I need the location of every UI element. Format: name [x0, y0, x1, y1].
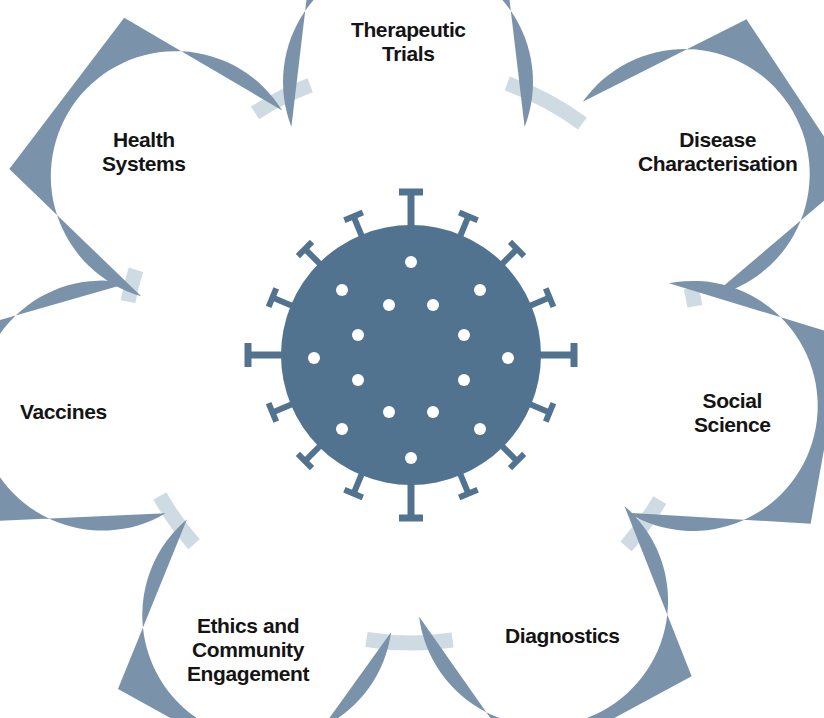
topic-node: Ethics and Community Engagement [182, 614, 314, 686]
cup-shape [283, 0, 533, 127]
ring-segment [507, 84, 582, 124]
cup-shape [0, 275, 167, 551]
topic-label: Ethics and Community Engagement [182, 614, 314, 686]
topic-node: Social Science [694, 389, 771, 437]
topic-label: Therapeutic Trials [351, 18, 466, 66]
cup-shape [626, 275, 824, 553]
cup-shape [0, 0, 287, 303]
cup-shape [92, 515, 399, 718]
topic-node: Therapeutic Trials [351, 18, 466, 66]
ring-segment [366, 640, 452, 643]
topic-label: Vaccines [20, 400, 107, 424]
topic-node: Disease Characterisation [638, 128, 797, 176]
topic-label: Health Systems [102, 128, 186, 176]
topic-node: Health Systems [102, 128, 186, 176]
virus [248, 192, 574, 518]
topic-label: Social Science [694, 389, 771, 437]
topic-node: Vaccines [20, 400, 107, 424]
topic-node: Diagnostics [505, 624, 620, 648]
cup-shape [578, 0, 824, 303]
topic-label: Disease Characterisation [638, 128, 797, 176]
cup-shape [412, 502, 718, 718]
topic-label: Diagnostics [505, 624, 620, 648]
